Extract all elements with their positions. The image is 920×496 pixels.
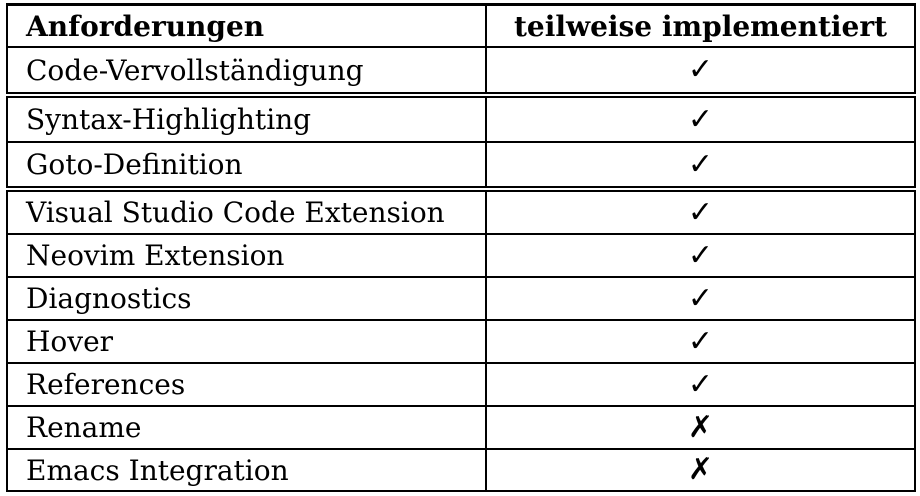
status-cell: ✓ bbox=[487, 98, 916, 141]
group-separator-rule bbox=[6, 190, 916, 192]
check-icon: ✓ bbox=[687, 323, 714, 359]
status-cell: ✓ bbox=[487, 278, 916, 319]
check-icon: ✓ bbox=[687, 280, 714, 316]
table-row: Emacs Integration ✗ bbox=[6, 450, 916, 490]
requirement-cell: Code-Vervollständigung bbox=[6, 48, 487, 92]
requirement-cell: Emacs Integration bbox=[6, 450, 487, 490]
status-cell: ✓ bbox=[487, 321, 916, 362]
table-row: Goto-Definition ✓ bbox=[6, 143, 916, 186]
status-cell: ✓ bbox=[487, 143, 916, 186]
table-row: Hover ✓ bbox=[6, 321, 916, 362]
bottom-rule bbox=[6, 490, 916, 492]
row-rule bbox=[6, 448, 916, 450]
header-rule bbox=[6, 46, 916, 48]
table-row: Syntax-Highlighting ✓ bbox=[6, 98, 916, 141]
status-cell: ✓ bbox=[487, 192, 916, 233]
header-partially-implemented: teilweise implementiert bbox=[487, 6, 916, 46]
requirement-cell: Goto-Definition bbox=[6, 143, 487, 186]
table-row: References ✓ bbox=[6, 364, 916, 405]
row-rule bbox=[6, 319, 916, 321]
check-icon: ✓ bbox=[687, 194, 714, 230]
cross-icon: ✗ bbox=[687, 452, 714, 487]
check-icon: ✓ bbox=[687, 237, 714, 273]
row-rule bbox=[6, 233, 916, 235]
status-cell: ✓ bbox=[487, 364, 916, 405]
check-icon: ✓ bbox=[687, 52, 714, 87]
row-rule bbox=[6, 141, 916, 143]
table-row: Neovim Extension ✓ bbox=[6, 235, 916, 276]
table-row: Rename ✗ bbox=[6, 407, 916, 448]
requirement-cell: Syntax-Highlighting bbox=[6, 98, 487, 141]
status-cell: ✗ bbox=[487, 450, 916, 490]
header-row: Anforderungen teilweise implementiert bbox=[6, 6, 916, 46]
row-rule bbox=[6, 405, 916, 407]
requirements-table: Anforderungen teilweise implementiert Co… bbox=[6, 3, 916, 492]
cross-icon: ✗ bbox=[687, 409, 714, 445]
requirement-cell: Neovim Extension bbox=[6, 235, 487, 276]
header-requirements: Anforderungen bbox=[6, 6, 487, 46]
row-rule bbox=[6, 276, 916, 278]
table-row: Visual Studio Code Extension ✓ bbox=[6, 192, 916, 233]
top-rule bbox=[6, 3, 916, 6]
requirement-cell: Rename bbox=[6, 407, 487, 448]
requirement-cell: Visual Studio Code Extension bbox=[6, 192, 487, 233]
requirement-cell: Hover bbox=[6, 321, 487, 362]
group-separator-rule bbox=[6, 96, 916, 98]
status-cell: ✓ bbox=[487, 48, 916, 92]
table-row: Diagnostics ✓ bbox=[6, 278, 916, 319]
check-icon: ✓ bbox=[687, 366, 714, 402]
requirement-cell: Diagnostics bbox=[6, 278, 487, 319]
requirement-cell: References bbox=[6, 364, 487, 405]
row-rule bbox=[6, 186, 916, 188]
check-icon: ✓ bbox=[687, 146, 714, 182]
status-cell: ✓ bbox=[487, 235, 916, 276]
row-rule bbox=[6, 362, 916, 364]
check-icon: ✓ bbox=[687, 101, 714, 137]
table-row: Code-Vervollständigung ✓ bbox=[6, 48, 916, 92]
row-rule bbox=[6, 92, 916, 94]
status-cell: ✗ bbox=[487, 407, 916, 448]
